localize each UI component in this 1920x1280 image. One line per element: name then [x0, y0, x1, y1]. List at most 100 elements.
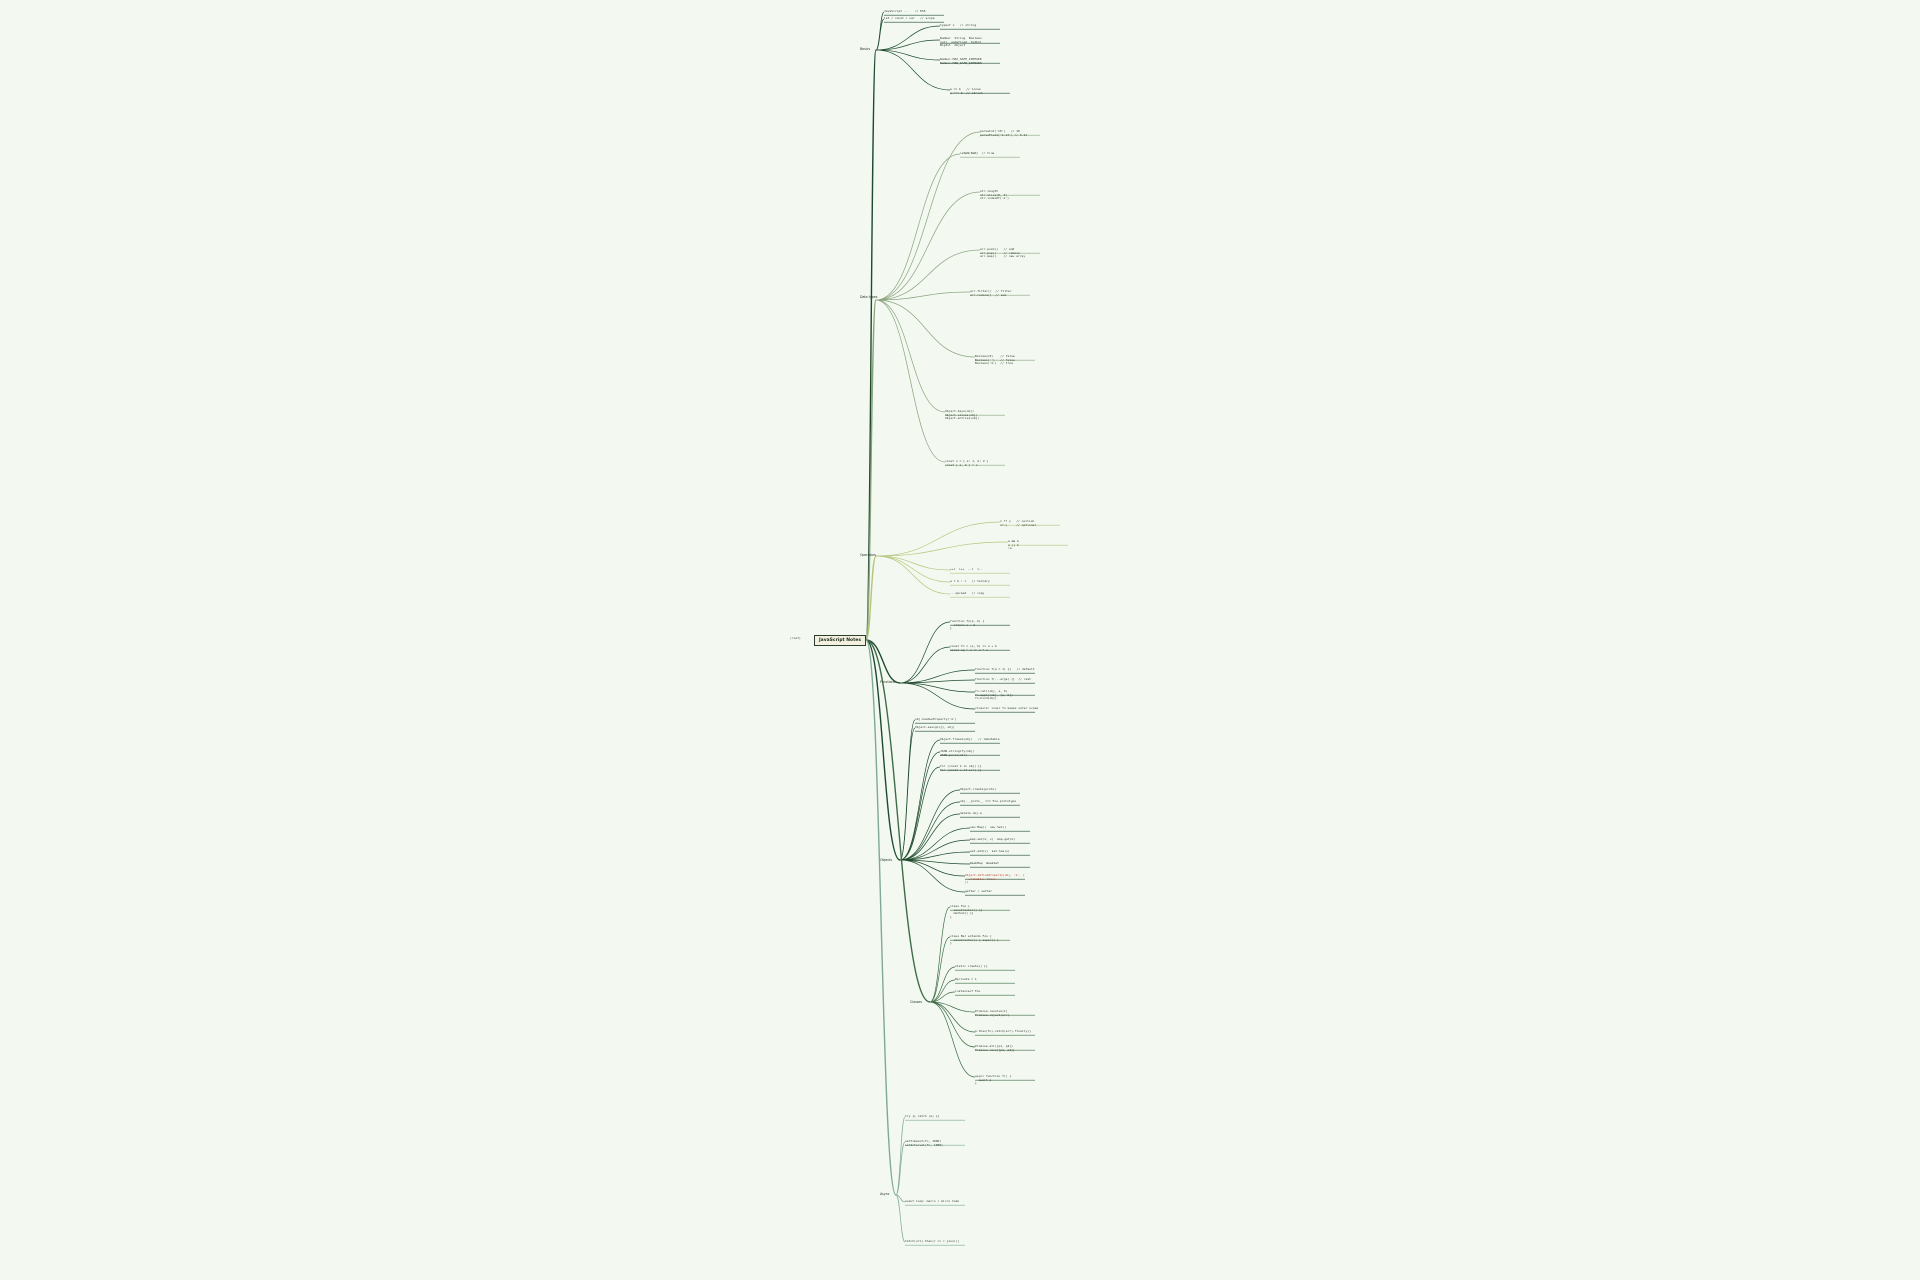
mindmap-edge — [899, 727, 916, 861]
note-2: let / const / var // scope — [884, 16, 935, 20]
note-33: delete obj.a — [960, 811, 982, 815]
mindmap-edge — [929, 1001, 976, 1048]
note-36: set.add(v) set.has(v) — [970, 849, 1010, 853]
note-48: async function f() { await p } — [975, 1074, 1012, 1086]
mindmap-edge — [899, 789, 961, 861]
mindmap-edge — [875, 299, 946, 413]
mindmap-edge — [875, 249, 981, 301]
mindmap-edge — [875, 49, 941, 61]
note-44: instanceof Foo — [955, 989, 981, 993]
mindmap-edge — [875, 555, 951, 595]
note-4: Number String Boolean null undefined Sym… — [940, 36, 982, 48]
mindmap-edge — [899, 669, 976, 684]
note-34: new Map() new Set() — [970, 825, 1007, 829]
note-38: Object.defineProperty(obj, 'a', { writab… — [965, 873, 1025, 885]
note-22: function f(a = 1) {} // default — [975, 667, 1035, 671]
mindmap-edge — [865, 639, 901, 861]
mindmap-edge — [929, 1001, 976, 1078]
note-25: closure: inner fn keeps outer scope — [975, 706, 1039, 710]
mindmap-edge — [929, 979, 956, 1003]
mindmap-edge — [899, 682, 976, 693]
note-16: a && b a || b !a — [1008, 539, 1019, 551]
note-13: Object.keys(obj) Object.values(obj) Obje… — [945, 409, 980, 421]
note-14: const o = { a: 1, b: 2 } const { a, b } … — [945, 459, 989, 467]
mindmap-edge — [875, 11, 885, 51]
branch-label-objects[interactable]: Objects — [880, 858, 893, 862]
mindmap-edge — [865, 639, 897, 1196]
mindmap-edge — [875, 49, 951, 91]
note-42: static create() {} — [955, 964, 988, 968]
branch-label-functions[interactable]: Functions — [880, 680, 896, 684]
mindmap-edge — [875, 39, 941, 51]
mindmap-edge — [875, 131, 981, 301]
note-5: Number.MAX_SAFE_INTEGER Number.MIN_SAFE_… — [940, 57, 982, 65]
mindmap-edge — [899, 621, 951, 684]
note-11: arr.filter() // filter arr.reduce() // s… — [970, 289, 1012, 297]
mindmap-edge — [899, 682, 976, 710]
note-26: obj.hasOwnProperty('a') — [915, 717, 957, 721]
mindmap-edge — [875, 299, 976, 358]
mindmap-edge — [865, 639, 901, 684]
mindmap-edge — [895, 1141, 906, 1196]
branch-label-async[interactable]: Async — [880, 1192, 890, 1196]
mindmap-edge — [865, 299, 877, 641]
note-7: parseInt('10') // 10 parseFloat('3.14') … — [980, 129, 1027, 137]
mindmap-edge — [875, 153, 961, 301]
mindmap-edge — [899, 751, 941, 861]
note-35: map.set(k, v) map.get(k) — [970, 837, 1016, 841]
mindmap-edge — [875, 291, 971, 301]
mindmap-edge — [875, 555, 951, 571]
note-32: obj.__proto__ === Foo.prototype — [960, 799, 1016, 803]
branch-label-operators[interactable]: Operators — [860, 553, 876, 557]
note-50: setTimeout(fn, 1000) setInterval(fn, 100… — [905, 1139, 943, 1147]
branch-label-datatypes[interactable]: Data types — [860, 295, 878, 299]
note-3: typeof x // string — [940, 23, 977, 27]
note-1: JavaScript ... // ES6 — [884, 9, 926, 13]
note-17: ++i i++ --i i-- — [950, 567, 983, 571]
mindmap-edge — [899, 679, 976, 684]
note-39: getter / setter — [965, 889, 993, 893]
note-10: arr.push() // add arr.pop() // remove ar… — [980, 247, 1026, 259]
note-45: Promise.resolve(1) Promise.reject(err) — [975, 1009, 1010, 1017]
note-30: for (const k in obj) {} for (const v of … — [940, 764, 982, 772]
mindmap-edge — [929, 906, 951, 1003]
mindmap-edge — [899, 859, 966, 893]
mindmap-edge — [865, 639, 931, 1003]
note-46: p.then(fn).catch(err).finally() — [975, 1029, 1031, 1033]
mindmap-edge — [929, 1001, 976, 1033]
mindmap-edge — [895, 1116, 906, 1196]
note-15: x ?? y // nullish x?.y // optional — [1000, 519, 1037, 527]
note-19: ...spread // copy — [950, 591, 985, 595]
mindmap-edge — [899, 851, 971, 861]
mindmap-edge — [875, 25, 941, 51]
note-12: Boolean(0) // false Boolean('') // false… — [975, 354, 1015, 366]
mindmap-edge — [875, 18, 885, 51]
branch-label-classes[interactable]: Classes — [910, 1000, 923, 1004]
mindmap-edge — [899, 859, 966, 877]
mindmap-edge — [929, 966, 956, 1003]
mindmap-edge — [875, 541, 1009, 557]
root-side-note: (root) — [790, 636, 801, 640]
note-40: class Foo { constructor() {} method() {}… — [950, 904, 983, 919]
note-37: WeakMap WeakSet — [970, 861, 999, 865]
mindmap-edge — [899, 646, 951, 684]
note-27: Object.assign({}, obj) — [915, 725, 955, 729]
mindmap-edge — [875, 555, 951, 583]
note-29: JSON.stringify(obj) JSON.parse(str) — [940, 749, 975, 757]
mindmap-edge — [929, 936, 951, 1003]
note-24: fn.call(obj, a, b) fn.apply(obj, [a, b])… — [975, 689, 1013, 701]
note-47: Promise.all([p1, p2]) Promise.race([p1, … — [975, 1044, 1015, 1052]
mindmap-edge — [865, 555, 877, 641]
note-52: fetch(url).then(r => r.json()) — [905, 1239, 960, 1243]
note-21: const fn = (a, b) => a + b const sq = x … — [950, 644, 997, 652]
mindmap-edge — [875, 299, 946, 463]
branch-label-basics[interactable]: Basics — [860, 47, 871, 51]
mindmap-edge — [899, 739, 941, 861]
note-31: Object.create(proto) — [960, 787, 997, 791]
note-20: function fn(a, b) { return a + b } — [950, 619, 985, 631]
root-node[interactable]: JavaScript Notes — [814, 635, 866, 646]
note-28: Object.freeze(obj) // immutable — [940, 737, 1000, 741]
mindmap-edge — [899, 813, 961, 861]
